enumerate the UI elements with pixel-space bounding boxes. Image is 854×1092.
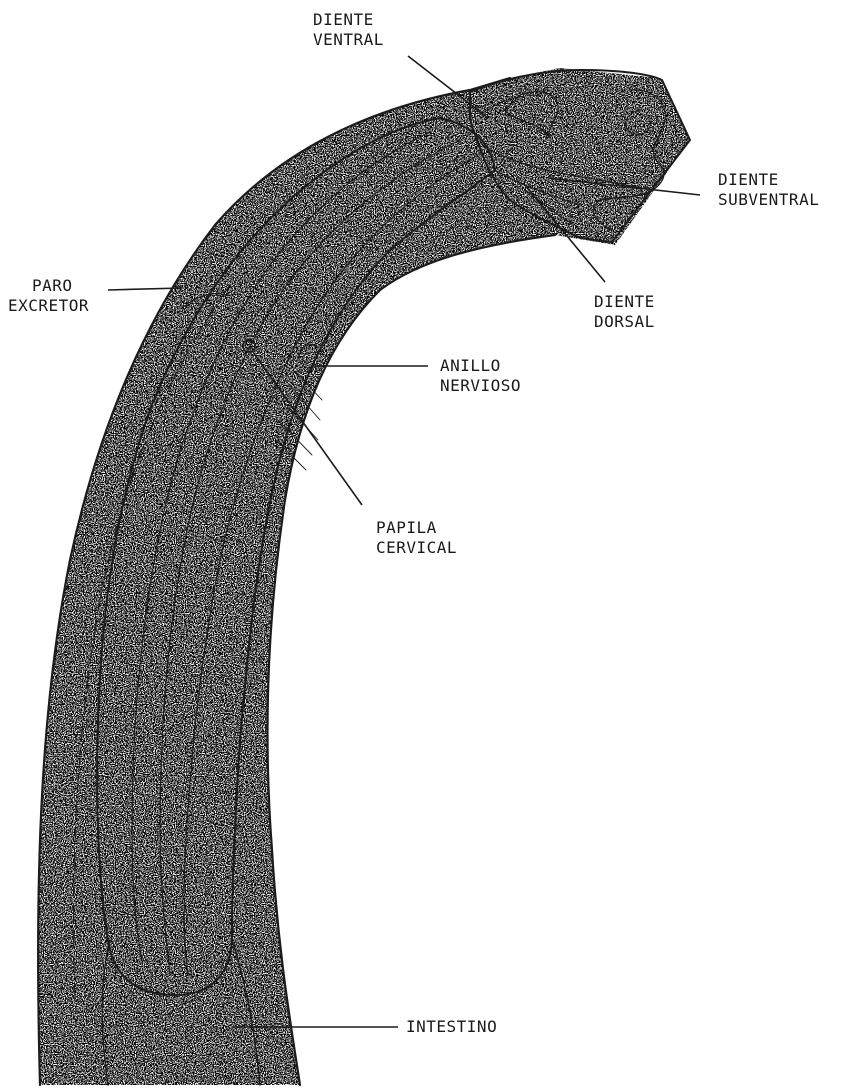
- label-diente-dorsal: DIENTE DORSAL: [594, 292, 655, 332]
- label-line: DORSAL: [594, 312, 655, 332]
- label-diente-ventral: DIENTE VENTRAL: [313, 10, 384, 50]
- label-line: DIENTE: [718, 170, 819, 190]
- label-line: NERVIOSO: [440, 376, 521, 396]
- label-line: CERVICAL: [376, 538, 457, 558]
- label-papila-cervical: PAPILA CERVICAL: [376, 518, 457, 558]
- label-intestino: INTESTINO: [406, 1017, 497, 1037]
- label-paro-excretor: PARO EXCRETOR: [8, 276, 89, 316]
- label-line: EXCRETOR: [8, 296, 89, 316]
- label-line: PAPILA: [376, 518, 457, 538]
- label-anillo-nervioso: ANILLO NERVIOSO: [440, 356, 521, 396]
- label-line: DIENTE: [313, 10, 384, 30]
- label-line: ANILLO: [440, 356, 521, 376]
- label-line: DIENTE: [594, 292, 655, 312]
- label-line: VENTRAL: [313, 30, 384, 50]
- label-line: SUBVENTRAL: [718, 190, 819, 210]
- label-diente-subventral: DIENTE SUBVENTRAL: [718, 170, 819, 210]
- label-line: PARO: [8, 276, 89, 296]
- body-cuticle: [38, 68, 690, 1085]
